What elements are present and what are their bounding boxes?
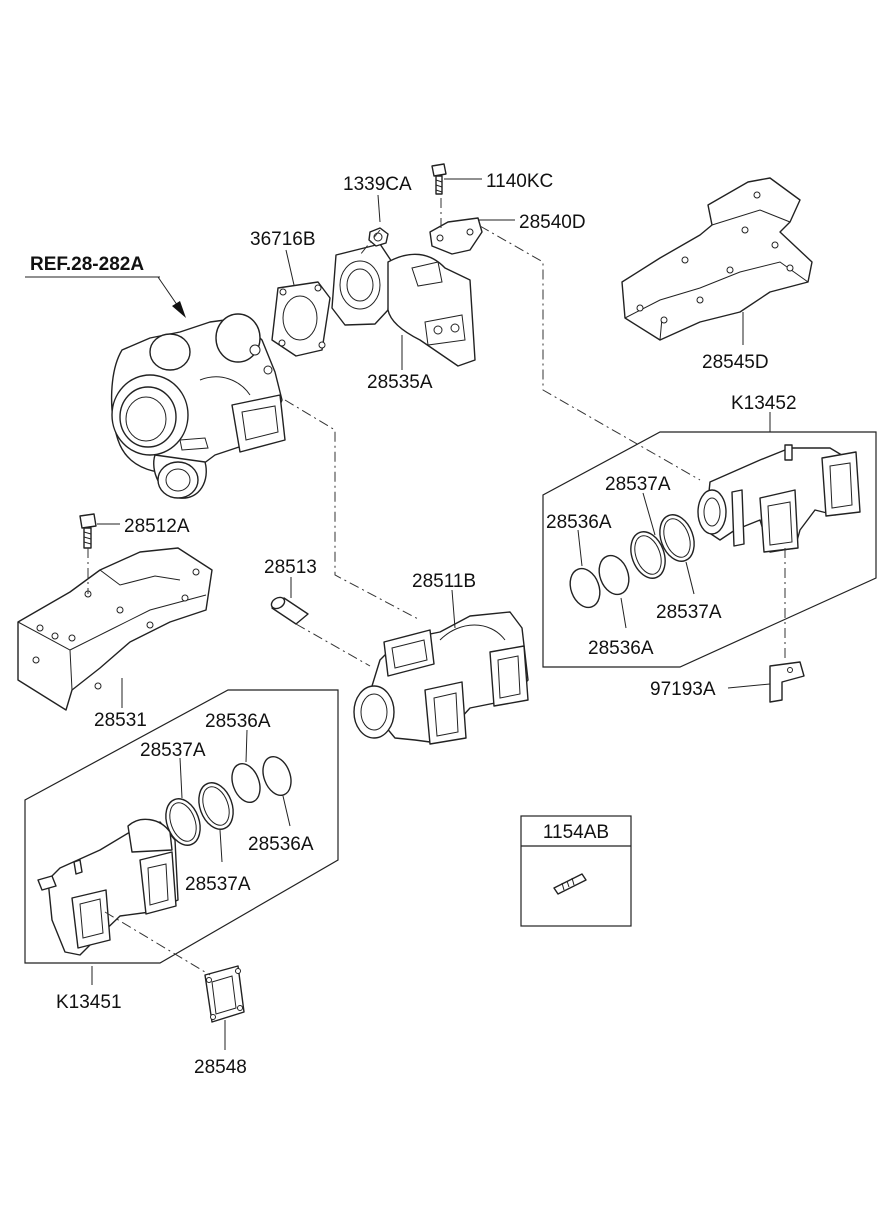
part-label-1140kc[interactable]: 1140KC	[486, 171, 553, 192]
bolt-1140kc-drawing	[431, 163, 447, 195]
part-label-28545d[interactable]: 28545D	[702, 352, 769, 373]
part-labels: 1339CA 1140KC 28540D 36716B 28545D 28535…	[56, 171, 797, 1078]
bracket-28540d-drawing	[429, 217, 483, 255]
manifold-right-drawing	[697, 444, 861, 553]
part-label-28540d[interactable]: 28540D	[519, 212, 586, 233]
part-label-28537a-left-top[interactable]: 28537A	[140, 740, 206, 761]
heat-shield-28545d-drawing	[621, 177, 813, 341]
part-label-28511b[interactable]: 28511B	[412, 571, 476, 592]
part-label-1339ca[interactable]: 1339CA	[343, 174, 412, 195]
part-label-97193a[interactable]: 97193A	[650, 679, 716, 700]
part-label-28536a-right-top[interactable]: 28536A	[546, 512, 612, 533]
manifold-left-drawing	[37, 818, 179, 956]
stud-1154ab-drawing	[553, 873, 587, 895]
kit-k13452-box	[542, 431, 877, 668]
part-label-28537a-right-top[interactable]: 28537A	[605, 474, 671, 495]
leader-lines	[91, 178, 771, 1050]
part-label-k13452[interactable]: K13452	[731, 393, 797, 414]
sleeve-28513-drawing	[270, 596, 309, 625]
gasket-36716b-drawing	[271, 281, 331, 357]
part-label-28537a-right-bottom[interactable]: 28537A	[656, 602, 722, 623]
reference-callout[interactable]: REF.28-282A	[25, 254, 186, 318]
kit-k13451-box	[24, 689, 339, 964]
heat-shield-28531-drawing	[17, 547, 213, 711]
reference-arrowhead	[172, 301, 186, 318]
connection-lines	[87, 198, 786, 976]
part-label-k13451[interactable]: K13451	[56, 992, 122, 1013]
part-label-28536a-right-bottom[interactable]: 28536A	[588, 638, 654, 659]
part-label-28512a[interactable]: 28512A	[124, 516, 190, 537]
part-label-28548[interactable]: 28548	[194, 1057, 247, 1078]
rings-right-drawing	[569, 514, 695, 609]
part-label-28513[interactable]: 28513	[264, 557, 317, 578]
part-label-28537a-left-bottom[interactable]: 28537A	[185, 874, 251, 895]
rings-left-drawing	[165, 755, 292, 846]
clip-97193a-drawing	[769, 661, 805, 703]
reference-label[interactable]: REF.28-282A	[30, 254, 144, 275]
nut-1339ca-drawing	[368, 227, 389, 247]
part-label-28531[interactable]: 28531	[94, 710, 147, 731]
part-1154ab-box[interactable]: 1154AB	[520, 815, 632, 927]
manifold-center-drawing	[353, 611, 529, 745]
part-label-1154ab[interactable]: 1154AB	[543, 822, 609, 843]
part-label-28535a[interactable]: 28535A	[367, 372, 433, 393]
gasket-28548-drawing	[204, 965, 245, 1023]
part-label-36716b[interactable]: 36716B	[250, 229, 316, 250]
bolt-28512a-drawing	[79, 513, 97, 549]
part-label-28536a-left-bottom[interactable]: 28536A	[248, 834, 314, 855]
part-label-28536a-left-top[interactable]: 28536A	[205, 711, 271, 732]
turbocharger-drawing	[110, 313, 286, 499]
elbow-28535a-drawing	[331, 243, 476, 367]
